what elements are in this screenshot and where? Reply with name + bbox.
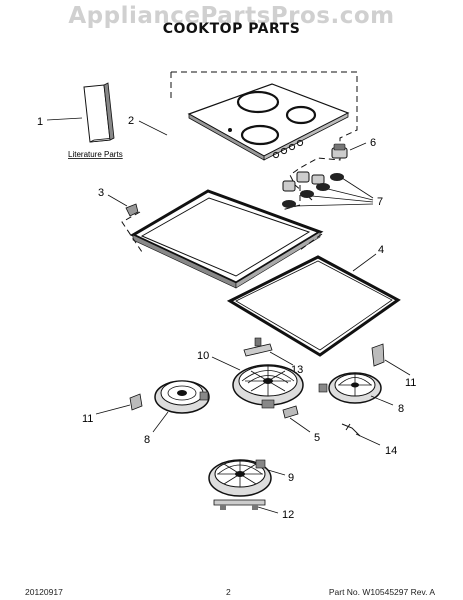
callout-7: 7 <box>377 196 383 208</box>
knob-and-seal-set <box>282 171 344 208</box>
callout-12: 12 <box>282 509 294 521</box>
callout-8-right: 8 <box>398 403 404 415</box>
callout-9: 9 <box>288 472 294 484</box>
radiant-element-large <box>232 364 304 409</box>
callout-11-right: 11 <box>405 377 416 389</box>
radiant-element-bottom <box>208 459 272 497</box>
footer-page-number: 2 <box>226 587 231 597</box>
callout-4: 4 <box>378 244 384 256</box>
element-clip-right <box>371 343 385 367</box>
wire-terminal <box>341 423 361 437</box>
control-knob <box>331 143 348 159</box>
footer-part-number: Part No. W10545297 Rev. A <box>328 587 435 597</box>
element-bracket-small <box>282 405 299 419</box>
callout-2: 2 <box>128 115 134 127</box>
watermark: AppliancePartsPros.com <box>68 3 395 29</box>
callout-5: 5 <box>314 432 320 444</box>
literature-parts-label: Literature Parts <box>68 150 123 159</box>
callout-1: 1 <box>37 116 43 128</box>
cooktop-gasket <box>226 255 401 357</box>
mounting-clip <box>125 203 139 217</box>
callout-11-left: 11 <box>82 413 93 425</box>
element-clip-left <box>129 393 143 411</box>
cooktop-glass <box>187 83 350 161</box>
callout-6: 6 <box>370 137 376 149</box>
element-bracket-top <box>243 337 273 357</box>
callout-10: 10 <box>197 350 209 362</box>
cooktop-assembly-outline <box>171 71 358 201</box>
cooktop-frame <box>129 189 324 289</box>
page-title: COOKTOP PARTS <box>162 21 301 37</box>
element-bracket-bottom <box>213 499 266 510</box>
radiant-element-small-right <box>318 372 382 404</box>
callout-14: 14 <box>385 445 397 457</box>
literature-booklet <box>83 82 115 143</box>
callout-8-left: 8 <box>144 434 150 446</box>
radiant-element-small-left <box>154 380 210 414</box>
footer-date: 20120917 <box>25 587 63 597</box>
callout-3: 3 <box>98 187 104 199</box>
